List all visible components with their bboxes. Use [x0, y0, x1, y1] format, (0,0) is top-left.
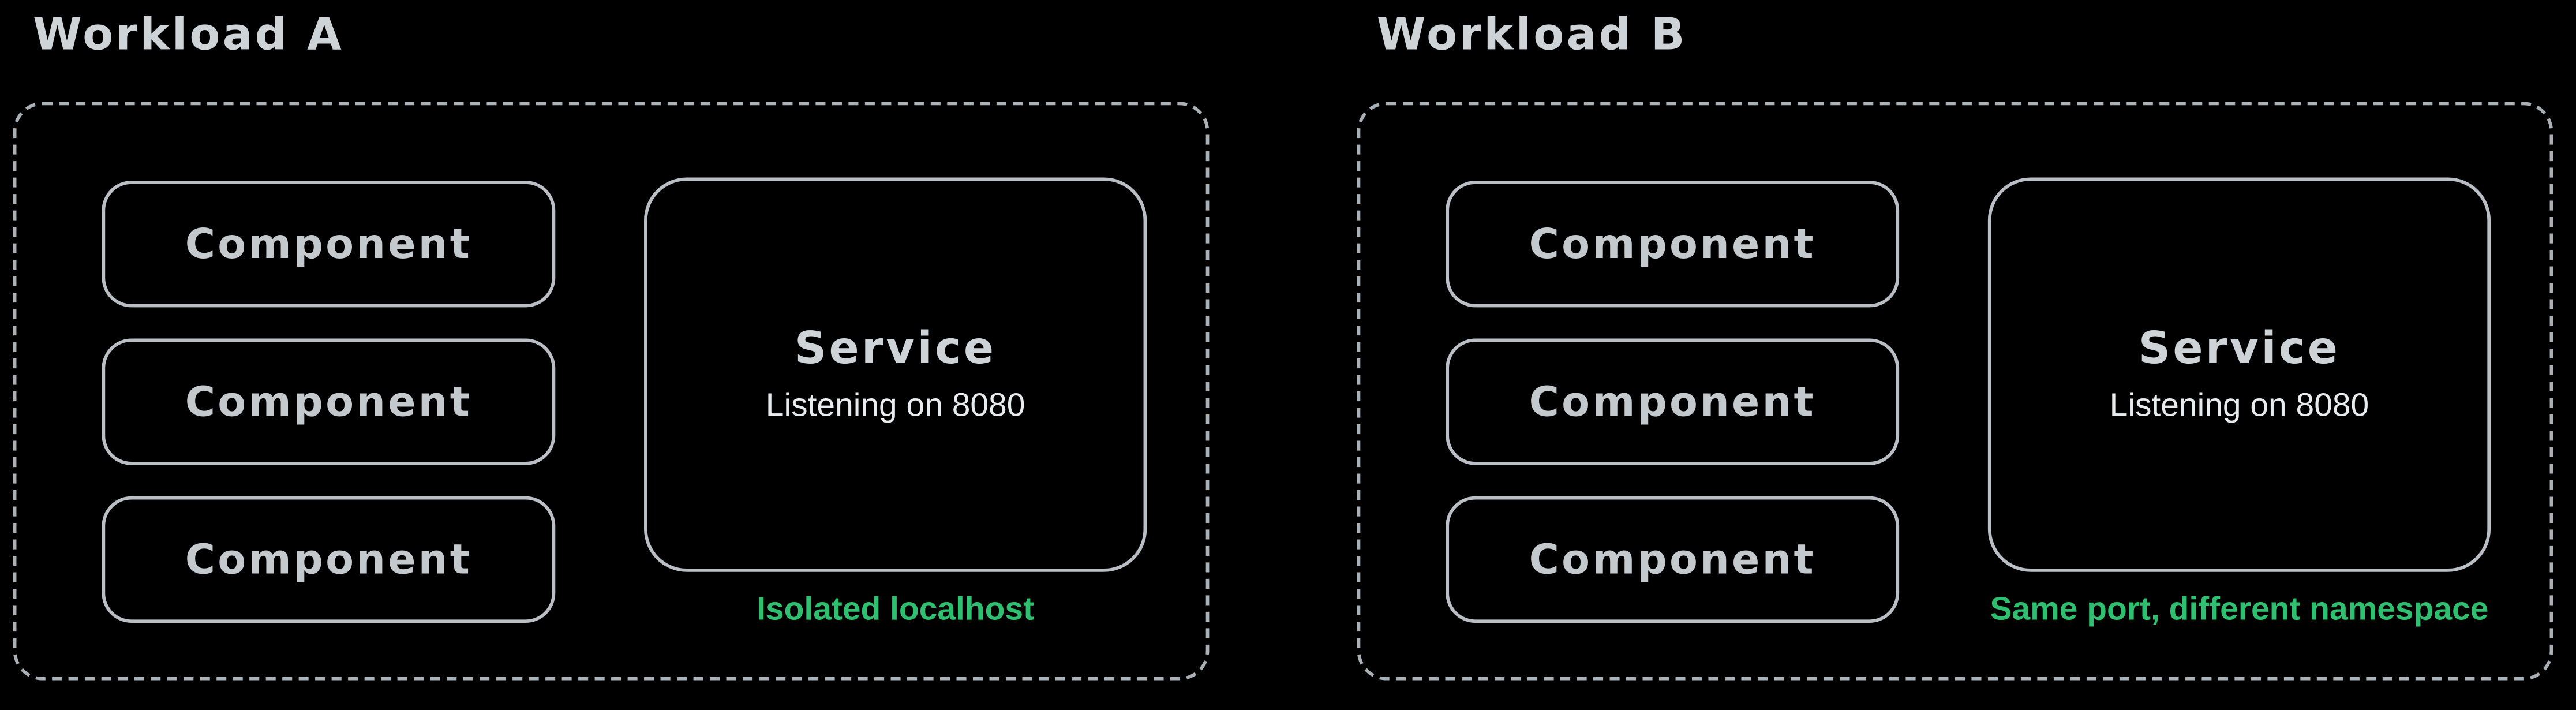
workload-b-title: Workload B: [1376, 10, 1687, 61]
component-label: Component: [1529, 536, 1816, 584]
component-label: Component: [185, 378, 473, 426]
component-box: Component: [102, 181, 556, 308]
component-label: Component: [185, 220, 473, 268]
workload-a-container: Component Component Component Service Li…: [13, 102, 1210, 681]
workload-b-container: Component Component Component Service Li…: [1357, 102, 2553, 681]
service-title: Service: [794, 323, 997, 375]
component-box: Component: [1446, 496, 1900, 623]
component-box: Component: [102, 338, 556, 465]
workload-a-group: Workload A Component Component Component…: [13, 10, 1216, 700]
service-box: Service Listening on 8080: [644, 177, 1147, 572]
service-port-label: Listening on 8080: [2109, 387, 2369, 424]
workload-b-group: Workload B Component Component Component…: [1357, 10, 2560, 700]
component-box: Component: [1446, 338, 1900, 465]
workload-a-title: Workload A: [32, 10, 344, 61]
component-label: Component: [1529, 220, 1816, 268]
service-port-label: Listening on 8080: [765, 387, 1025, 424]
component-label: Component: [185, 536, 473, 584]
component-label: Component: [1529, 378, 1816, 426]
component-box: Component: [102, 496, 556, 623]
service-box: Service Listening on 8080: [1987, 177, 2491, 572]
workload-a-note: Isolated localhost: [757, 591, 1035, 628]
workload-b-note: Same port, different namespace: [1990, 591, 2489, 628]
component-box: Component: [1446, 181, 1900, 308]
service-title: Service: [2138, 323, 2341, 375]
